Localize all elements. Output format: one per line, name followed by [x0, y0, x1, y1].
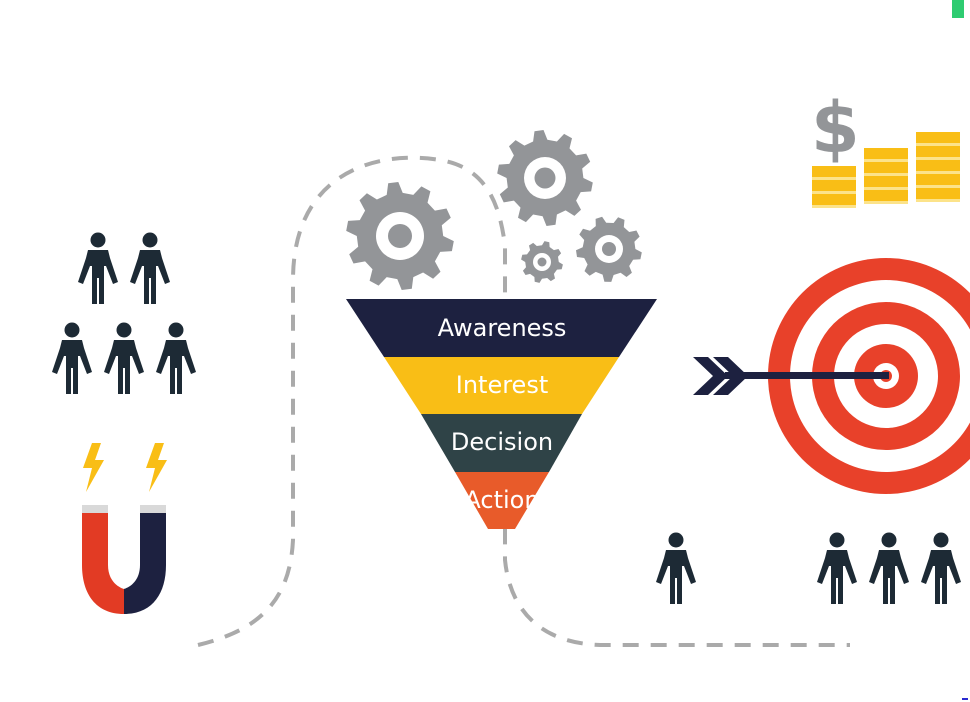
gears-icon — [346, 130, 642, 290]
audience-group-icon — [52, 232, 196, 394]
arrow-icon — [693, 357, 889, 395]
person-icon — [104, 322, 144, 394]
customers-group-icon — [656, 532, 961, 604]
person-icon — [921, 532, 961, 604]
green-corner-tab — [952, 0, 964, 18]
funnel-stage-decision — [421, 414, 582, 472]
person-icon — [78, 232, 118, 304]
gear-icon — [346, 182, 454, 290]
person-icon — [656, 532, 696, 604]
funnel-label-action: Action — [464, 486, 539, 514]
funnel-stage-awareness — [346, 299, 657, 357]
dollar-icon: $ — [811, 87, 860, 169]
dashed-journey-path — [197, 155, 850, 647]
funnel-label-awareness: Awareness — [438, 314, 567, 342]
coin-stack-icon — [812, 132, 960, 208]
person-icon — [156, 322, 196, 394]
person-icon — [817, 532, 857, 604]
funnel-label-decision: Decision — [451, 428, 553, 456]
gear-icon — [521, 241, 563, 283]
person-icon — [52, 322, 92, 394]
magnet-icon — [82, 505, 166, 614]
funnel-stage-action — [455, 472, 549, 529]
person-icon — [130, 232, 170, 304]
funnel-stage-interest — [384, 357, 619, 414]
funnel-label-interest: Interest — [456, 371, 548, 399]
funnel: Awareness Interest Decision Action — [346, 299, 657, 529]
gear-icon — [497, 130, 593, 226]
corner-link-mark[interactable] — [962, 692, 968, 700]
lightning-icon — [83, 443, 167, 492]
person-icon — [869, 532, 909, 604]
gear-icon — [576, 216, 642, 282]
